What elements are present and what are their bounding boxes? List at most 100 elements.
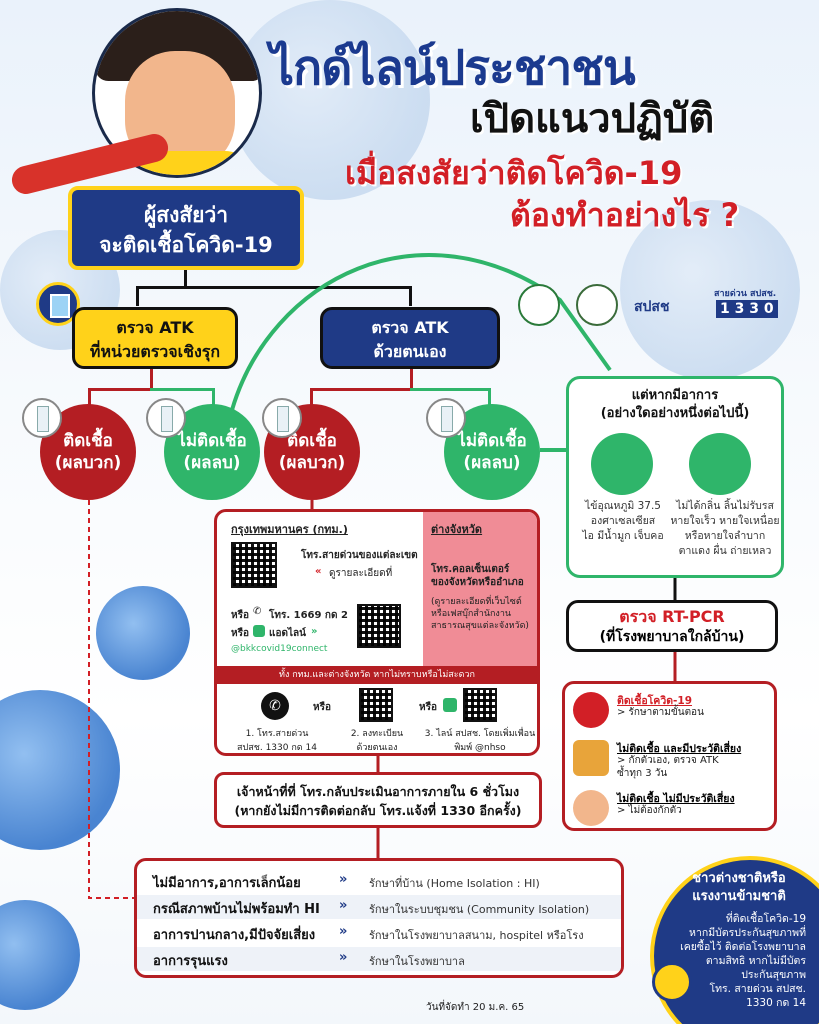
bangkok-title: กรุงเทพมหานคร (กทม.) bbox=[231, 523, 348, 536]
connector bbox=[136, 286, 139, 306]
foreign-heading-line: แรงงานข้ามชาติ bbox=[692, 889, 786, 904]
bangkok-line-id: @bkkcovid19connect bbox=[231, 644, 328, 654]
publish-date: วันที่จัดทำ 20 ม.ค. 65 bbox=[426, 1002, 525, 1013]
symptom-list-right: ไม่ได้กลิ่น ลิ้นไม่รับรส หายใจเร็ว หายใจ… bbox=[665, 499, 785, 559]
symptom-text: ไม่ได้กลิ่น ลิ้นไม่รับรส bbox=[676, 500, 774, 512]
line-app-icon bbox=[443, 698, 457, 712]
hotline-number: 1 3 3 0 bbox=[716, 300, 778, 318]
result-label: (ผลลบ) bbox=[463, 453, 521, 473]
option-register: 2. ลงทะเบียน ด้วยตนเอง bbox=[337, 726, 417, 754]
result-body-line: ซ้ำทุก 3 วัน bbox=[617, 768, 668, 779]
test-kit-icon bbox=[22, 398, 62, 438]
province-callcenter: ของจังหวัดหรืออำเภอ bbox=[431, 577, 524, 588]
symptom-text: ไอ มีน้ำมูก เจ็บคอ bbox=[582, 530, 664, 542]
foreign-body-line: 1330 กด 14 bbox=[746, 997, 806, 1009]
connector bbox=[184, 270, 187, 288]
care-row: อาการรุนแรง » รักษาในโรงพยาบาล bbox=[137, 947, 621, 971]
test-kit-icon bbox=[262, 398, 302, 438]
foreign-body-line: ประกันสุขภาพ bbox=[741, 969, 806, 981]
register-qr-code bbox=[359, 688, 393, 722]
sick-person-icon bbox=[689, 433, 751, 495]
foreign-body-line: หากมีบัตรประกันสุขภาพที่ bbox=[689, 927, 806, 939]
symptom-subheading: (อย่างใดอย่างหนึ่งต่อไปนี้) bbox=[600, 406, 750, 421]
province-note: หรือเฟสบุ๊กสำนักงาน bbox=[431, 609, 512, 619]
atk-proactive-line1: ตรวจ ATK bbox=[116, 318, 194, 337]
rt-pcr-title: ตรวจ RT-PCR bbox=[619, 607, 725, 626]
result-body: > กักตัวเอง, ตรวจ ATK ซ้ำทุก 3 วัน bbox=[617, 754, 719, 780]
virus-decoration bbox=[96, 586, 190, 680]
suspect-line1: ผู้สงสัยว่า bbox=[143, 203, 229, 227]
care-level-table: ไม่มีอาการ,อาการเล็กน้อย » รักษาที่บ้าน … bbox=[134, 858, 624, 978]
phone-icon: ✆ bbox=[253, 606, 262, 617]
title-line2: เปิดแนวปฏิบัติ bbox=[470, 96, 715, 142]
thermometer-icon bbox=[591, 433, 653, 495]
bma-logo-icon bbox=[576, 284, 618, 326]
atk-proactive-line2: ที่หน่วยตรวจเชิงรุก bbox=[89, 342, 221, 361]
option-text: พิมพ์ @nhso bbox=[454, 743, 506, 753]
result-head: ไม่ติดเชื้อ และมีประวัติเสี่ยง bbox=[617, 743, 742, 755]
care-action: รักษาในโรงพยาบาล bbox=[369, 955, 465, 968]
test-booth-icon bbox=[36, 282, 80, 326]
result-body-line: > กักตัวเอง, ตรวจ ATK bbox=[617, 755, 719, 766]
result-label: (ผลลบ) bbox=[183, 453, 241, 473]
province-callcenter: โทร.คอลเซ็นเตอร์ bbox=[431, 564, 510, 575]
care-condition: อาการรุนแรง bbox=[153, 954, 228, 969]
foreign-body-line: โทร. สายด่วน สปสช. bbox=[709, 983, 806, 995]
nhso-logo: สปสช bbox=[634, 299, 670, 315]
arrow-icon: » bbox=[339, 898, 348, 913]
arrow-icon: » bbox=[339, 950, 348, 965]
or-label: หรือ bbox=[313, 702, 331, 713]
or-label: หรือ bbox=[231, 628, 249, 639]
province-note: (ดูรายละเอียดที่เว็บไซต์ bbox=[431, 597, 522, 607]
negative-result-self: ไม่ติดเชื้อ (ผลลบ) bbox=[444, 404, 540, 500]
care-row: ไม่มีอาการ,อาการเล็กน้อย » รักษาที่บ้าน … bbox=[137, 869, 621, 893]
result-label: (ผลบวก) bbox=[278, 453, 346, 473]
symptom-text: ไข้อุณหภูมิ 37.5 bbox=[585, 500, 661, 512]
line-app-icon bbox=[253, 625, 265, 637]
care-row: กรณีสภาพบ้านไม่พร้อมทำ HI » รักษาในระบบช… bbox=[137, 895, 621, 919]
title-line4: ต้องทำอย่างไร ? bbox=[510, 196, 740, 234]
result-label: ติดเชื้อ bbox=[287, 431, 337, 451]
hotline-label: สายด่วน สปสช. bbox=[714, 289, 777, 299]
result-body: > ไม่ต้องกักตัว bbox=[617, 804, 682, 817]
symptom-list-left: ไข้อุณหภูมิ 37.5 องศาเซลเซียส ไอ มีน้ำมู… bbox=[573, 499, 673, 544]
test-kit-icon bbox=[146, 398, 186, 438]
title-line3: เมื่อสงสัยว่าติดโควิด-19 bbox=[345, 154, 683, 192]
bangkok-detail: ดูรายละเอียดที่ bbox=[329, 568, 393, 579]
symptom-text: หรือหายใจลำบาก bbox=[684, 530, 766, 542]
foreign-body-line: ตามสิทธิ หากไม่มีบัตร bbox=[705, 955, 806, 967]
atk-self-line2: ด้วยตนเอง bbox=[373, 342, 447, 361]
agency-logos: สปสช สายด่วน สปสช. 1 3 3 0 bbox=[518, 284, 788, 330]
title-line1: ไกด์ไลน์ประชาชน bbox=[270, 40, 636, 96]
care-condition: อาการปานกลาง,มีปัจจัยเสี่ยง bbox=[153, 928, 316, 943]
rt-pcr-box: ตรวจ RT-PCR (ที่โรงพยาบาลใกล้บ้าน) bbox=[566, 600, 778, 652]
connector bbox=[150, 369, 153, 389]
moph-logo-icon bbox=[518, 284, 560, 326]
officer-callback-box: เจ้าหน้าที่ที่ โทร.กลับประเมินอาการภายใน… bbox=[214, 772, 542, 828]
virus-decoration bbox=[230, 0, 430, 200]
or-label: หรือ bbox=[419, 702, 437, 713]
connector bbox=[310, 388, 313, 406]
foreign-heading: ชาวต่างชาติหรือ แรงงานข้ามชาติ bbox=[674, 870, 804, 906]
option-text: สปสช. 1330 กด 14 bbox=[237, 743, 317, 753]
test-kit-icon bbox=[426, 398, 466, 438]
house-icon bbox=[573, 740, 609, 776]
care-condition: กรณีสภาพบ้านไม่พร้อมทำ HI bbox=[153, 902, 320, 917]
option-hotline: 1. โทร.สายด่วน สปสช. 1330 กด 14 bbox=[237, 726, 317, 754]
option-text: 1. โทร.สายด่วน bbox=[245, 729, 309, 739]
alternative-contact-heading: ทั้ง กทม.และต่างจังหวัด หากไม่ทราบหรือไม… bbox=[217, 666, 537, 684]
result-label: ไม่ติดเชื้อ bbox=[177, 431, 247, 451]
phone-icon: ✆ bbox=[261, 692, 289, 720]
symptom-box: แต่หากมีอาการ (อย่างใดอย่างหนึ่งต่อไปนี้… bbox=[566, 376, 784, 578]
foreign-body: ที่ติดเชื้อโควิด-19 หากมีบัตรประกันสุขภา… bbox=[666, 912, 806, 1010]
pcr-results-box: ติดเชื้อโควิด-19 > รักษาตามขั้นตอน ไม่ติ… bbox=[562, 681, 777, 831]
or-label: หรือ bbox=[231, 610, 249, 621]
province-contact: ต่างจังหวัด โทร.คอลเซ็นเตอร์ ของจังหวัดห… bbox=[423, 512, 537, 676]
foreign-heading-line: ชาวต่างชาติหรือ bbox=[692, 871, 786, 886]
connector bbox=[310, 388, 412, 391]
care-condition: ไม่มีอาการ,อาการเล็กน้อย bbox=[153, 876, 301, 891]
care-row: อาการปานกลาง,มีปัจจัยเสี่ยง » รักษาในโรง… bbox=[137, 921, 621, 960]
atk-self-box: ตรวจ ATK ด้วยตนเอง bbox=[320, 307, 500, 369]
